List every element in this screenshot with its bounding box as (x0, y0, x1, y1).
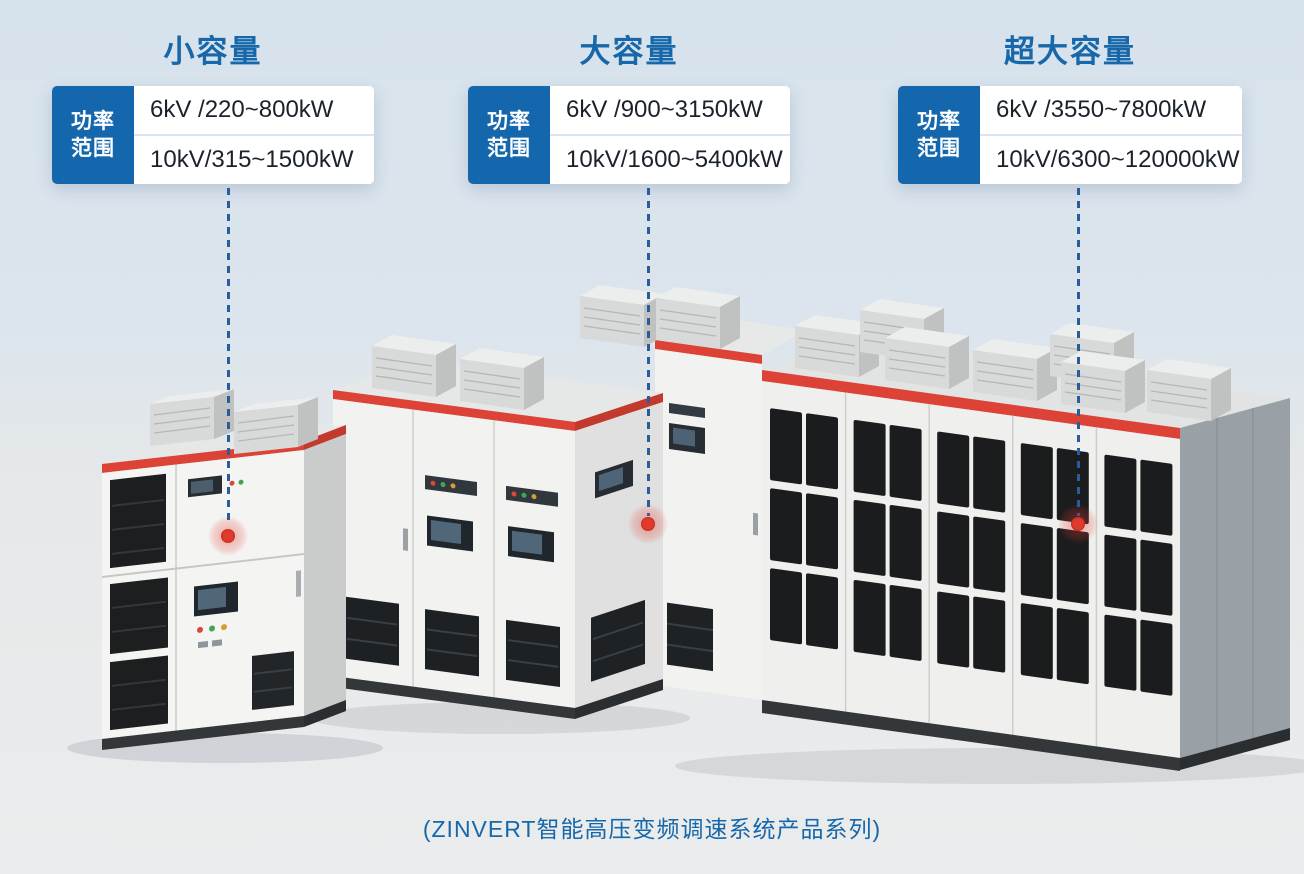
power-range-label: 功率 范围 (52, 86, 134, 184)
red-stripe (762, 370, 1180, 439)
capacity-title-small: 小容量 (163, 34, 263, 69)
callout-dashed-line-small (227, 188, 230, 526)
spec-6kv-row: 6kV /220~800kW (134, 86, 374, 136)
power-range-label: 功率 范围 (468, 86, 550, 184)
plinth (762, 700, 1180, 771)
capacity-title-extra-large: 超大容量 (1004, 34, 1136, 69)
power-range-label-line: 范围 (917, 137, 961, 160)
spec-rows: 6kV /220~800kW 10kV/315~1500kW (134, 86, 374, 184)
red-stripe (304, 425, 346, 450)
roof-fan-units (149, 388, 319, 455)
callout-dashed-line-large (647, 188, 650, 516)
spec-6kv-row: 6kV /900~3150kW (550, 86, 790, 136)
power-range-card-small: 功率 范围 6kV /220~800kW 10kV/315~1500kW (52, 86, 374, 184)
power-range-label-line: 功率 (917, 109, 961, 133)
plinth (1180, 728, 1290, 770)
large-cabinet-image (333, 334, 663, 719)
power-range-label-line: 范围 (487, 137, 531, 160)
spec-10kv-row: 10kV/1600~5400kW (566, 146, 783, 173)
red-stripe (575, 393, 663, 431)
side-face (304, 434, 346, 716)
power-range-label-line: 功率 (71, 109, 115, 133)
extra-large-cabinet-image (579, 284, 1290, 771)
red-stripe (333, 390, 575, 431)
spec-6kv-row: 6kV /3550~7800kW (980, 86, 1242, 136)
plinth (333, 676, 575, 719)
front-panel-details (102, 464, 304, 731)
side-panel-details (591, 459, 645, 682)
front-panel-details (345, 409, 560, 698)
spec-rows: 6kV /3550~7800kW 10kV/6300~120000kW (980, 86, 1242, 184)
spec-10kv-row: 10kV/6300~120000kW (996, 146, 1240, 173)
small-cabinet-image (102, 388, 346, 750)
callout-marker-dot-extra-large (1071, 517, 1085, 531)
series-caption: (ZINVERT智能高压变频调速系统产品系列) (422, 816, 882, 842)
capacity-title-large: 大容量 (579, 34, 679, 69)
power-range-card-large: 功率 范围 6kV /900~3150kW 10kV/1600~5400kW (468, 86, 790, 184)
red-stripe (655, 340, 762, 364)
power-range-label-line: 范围 (71, 137, 115, 160)
callout-marker-dot-small (221, 529, 235, 543)
side-face (1180, 398, 1290, 758)
spec-rows: 6kV /900~3150kW 10kV/1600~5400kW (550, 86, 790, 184)
callout-dashed-line-extra-large (1077, 188, 1080, 516)
plinth (304, 700, 346, 727)
power-range-label-line: 功率 (487, 109, 531, 133)
power-range-card-extra-large: 功率 范围 6kV /3550~7800kW 10kV/6300~120000k… (898, 86, 1242, 184)
vent-door-grid (770, 392, 1173, 747)
plinth (102, 716, 304, 750)
callout-marker-dot-large (641, 517, 655, 531)
spec-10kv-row: 10kV/315~1500kW (150, 146, 354, 173)
plinth (575, 679, 663, 719)
front-panel-details (667, 402, 758, 672)
power-range-label: 功率 范围 (898, 86, 980, 184)
